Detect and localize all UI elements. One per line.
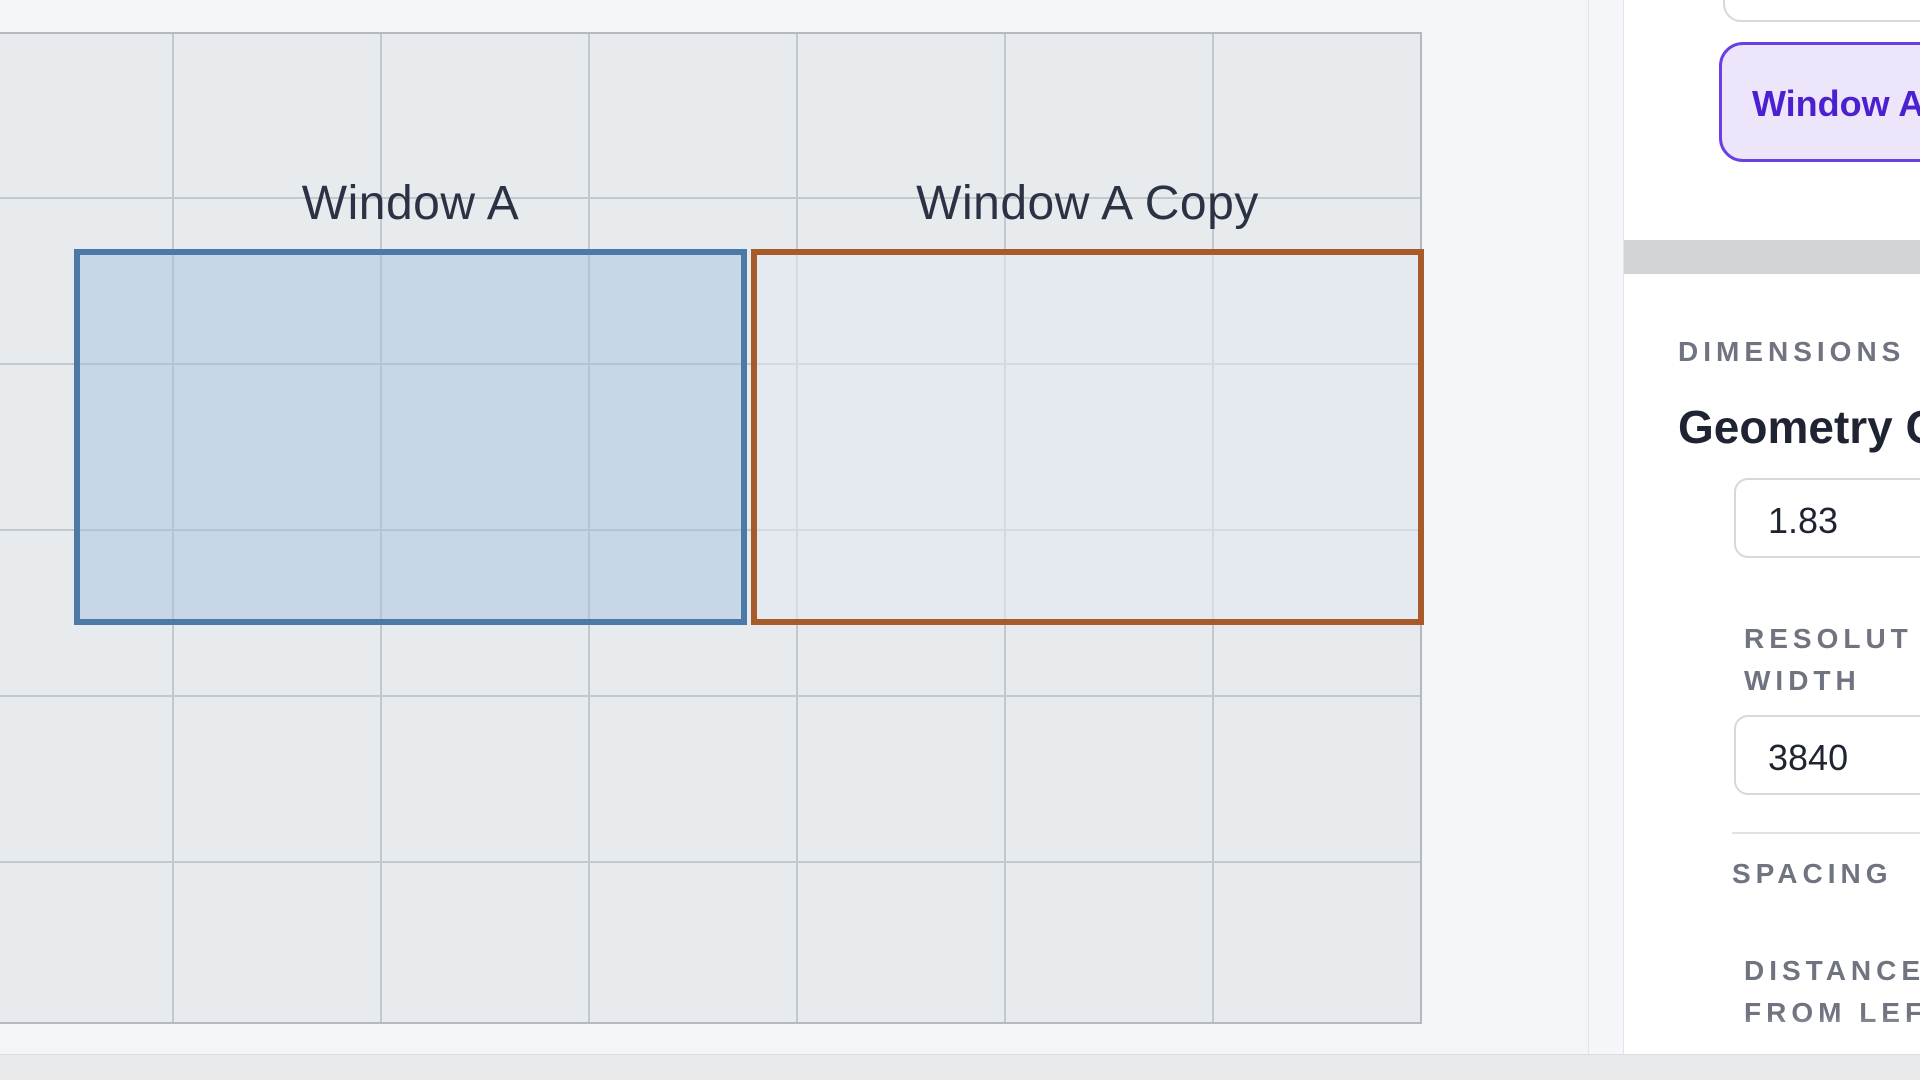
window-a-copy-frame[interactable] <box>751 249 1424 625</box>
window-a-frame[interactable] <box>74 249 747 625</box>
spacing-divider <box>1732 832 1920 834</box>
panel-divider[interactable] <box>1624 240 1920 274</box>
resolution-width-value: 3840 <box>1768 737 1849 778</box>
selected-window-chip[interactable]: Window A <box>1719 42 1920 162</box>
window-a-copy-label: Window A Copy <box>916 177 1259 230</box>
panel-scroll-fade <box>1624 1016 1920 1054</box>
selected-window-chip-label: Window A <box>1752 83 1920 124</box>
window-a-label: Window A <box>301 177 520 230</box>
resolution-width-input[interactable]: 3840 <box>1734 715 1920 795</box>
panel-top-field[interactable] <box>1723 0 1920 22</box>
bottom-bar <box>0 1054 1920 1080</box>
geometry-value-input[interactable]: 1.83 <box>1734 478 1920 558</box>
dimensions-section-label: DIMENSIONS <box>1678 336 1906 367</box>
spacing-section-label: SPACING <box>1732 858 1893 889</box>
resolution-width-label: RESOLUT WIDTH <box>1744 623 1913 696</box>
arrangement-canvas: Window A Window A Copy <box>0 0 1589 1054</box>
geometry-heading: Geometry C <box>1678 401 1920 453</box>
properties-panel: Window A DIMENSIONS Geometry C 1.83 RESO… <box>1623 0 1920 1054</box>
geometry-value: 1.83 <box>1768 500 1839 541</box>
